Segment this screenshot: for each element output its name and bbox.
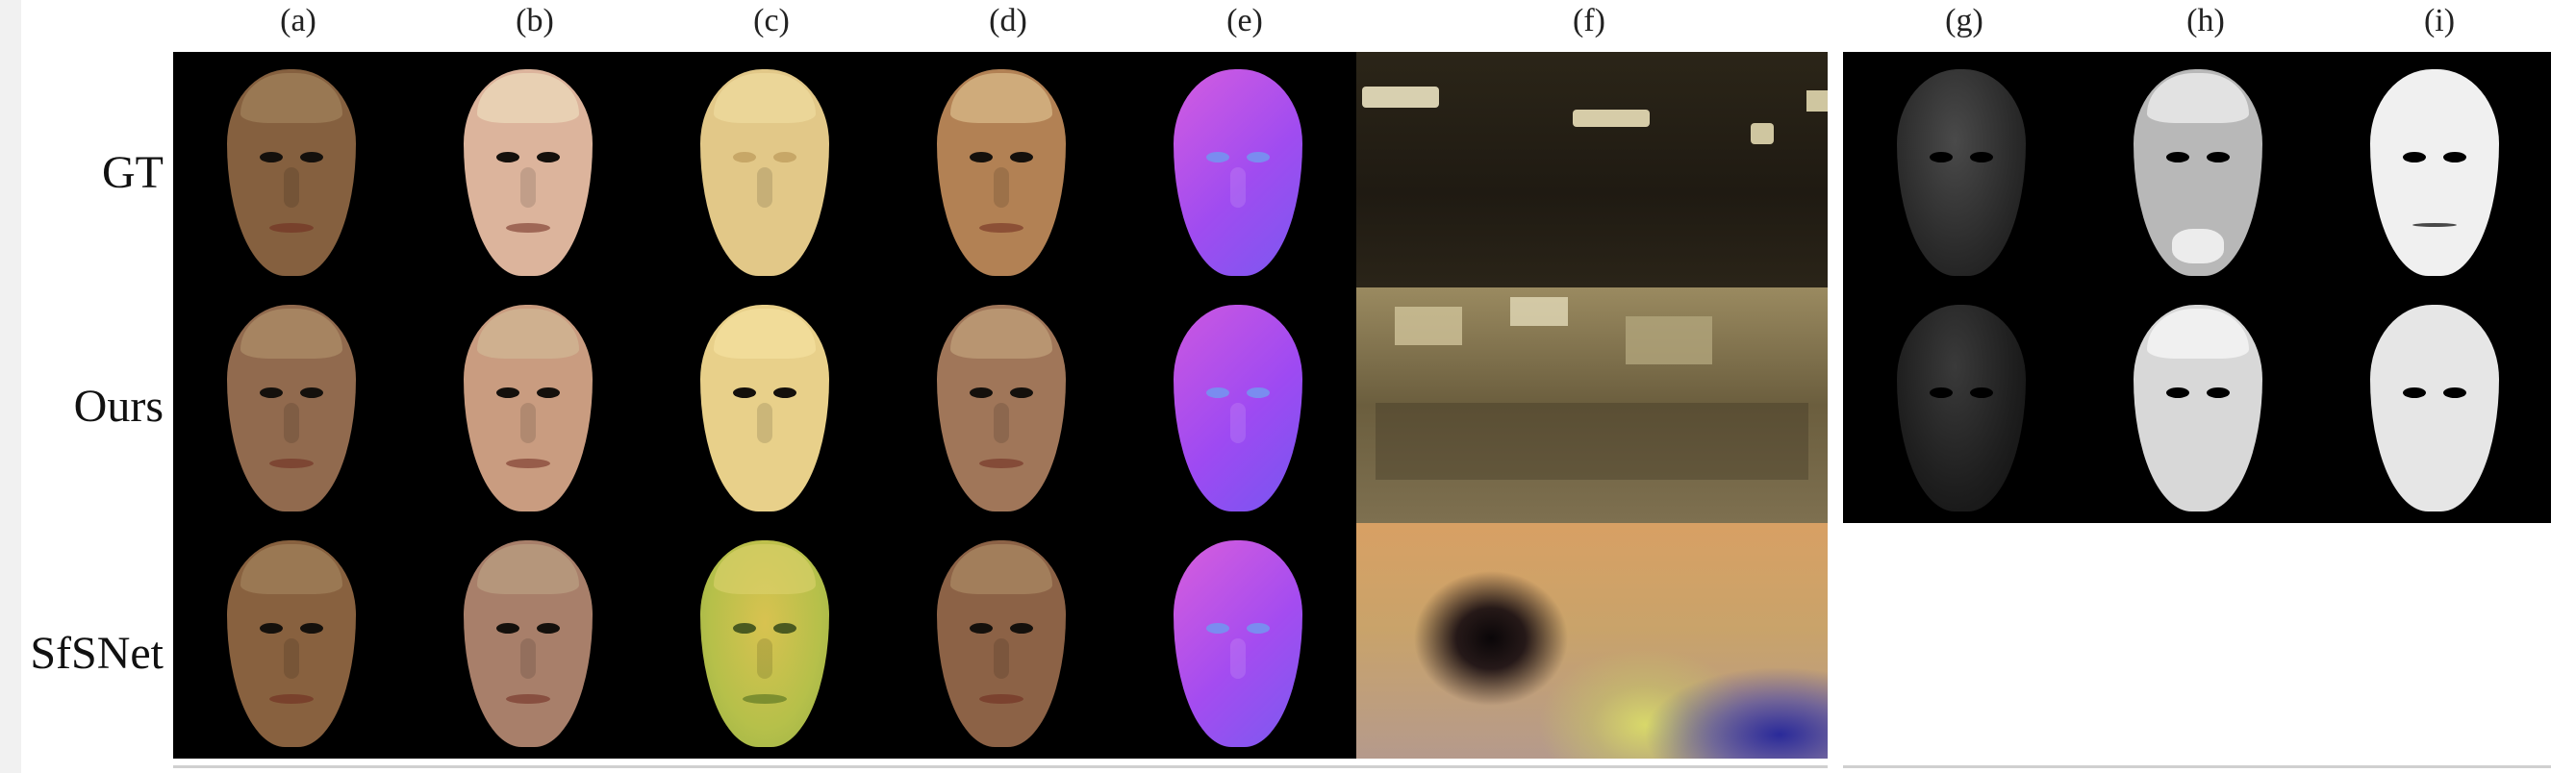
col-label-c: (c)	[753, 3, 790, 38]
col-label-d: (d)	[989, 3, 1027, 38]
page-edge	[0, 0, 21, 773]
ours-normal-map	[1120, 287, 1356, 523]
gt-reconstruction	[410, 52, 646, 287]
ours-mask-g	[1843, 287, 2080, 523]
ours-environment-map	[1356, 287, 1828, 523]
col-label-a: (a)	[280, 3, 316, 38]
col-label-g: (g)	[1945, 3, 1983, 38]
sfsnet-reconstruction	[410, 523, 646, 759]
comparison-figure-panel	[173, 52, 1828, 759]
ours-shading	[883, 287, 1120, 523]
ours-reconstruction	[410, 287, 646, 523]
row-label-sfsnet: SfSNet	[30, 628, 164, 679]
gt-mask-i	[2316, 52, 2551, 287]
col-label-i: (i)	[2423, 3, 2456, 38]
bottom-rule-right	[1843, 765, 2551, 768]
col-label-e: (e)	[1226, 3, 1263, 38]
gt-normal-map	[1120, 52, 1356, 287]
col-label-b: (b)	[516, 3, 554, 38]
ours-input-image	[173, 287, 410, 523]
gt-mask-h	[2080, 52, 2316, 287]
sfsnet-albedo	[646, 523, 883, 759]
gt-shading	[883, 52, 1120, 287]
gt-environment-map	[1356, 52, 1828, 287]
row-label-gt: GT	[102, 147, 164, 198]
ours-mask-i	[2316, 287, 2551, 523]
sfsnet-shading	[883, 523, 1120, 759]
col-label-f: (f)	[1573, 3, 1605, 38]
mask-figure-panel	[1843, 52, 2551, 523]
sfsnet-environment-map	[1356, 523, 1828, 759]
sfsnet-normal-map	[1120, 523, 1356, 759]
col-label-h: (h)	[2186, 3, 2225, 38]
sfsnet-input-image	[173, 523, 410, 759]
ours-mask-h	[2080, 287, 2316, 523]
gt-albedo	[646, 52, 883, 287]
bottom-rule-left	[173, 765, 1828, 768]
ours-albedo	[646, 287, 883, 523]
gt-mask-g	[1843, 52, 2080, 287]
gt-input-image	[173, 52, 410, 287]
row-label-ours: Ours	[73, 381, 164, 432]
